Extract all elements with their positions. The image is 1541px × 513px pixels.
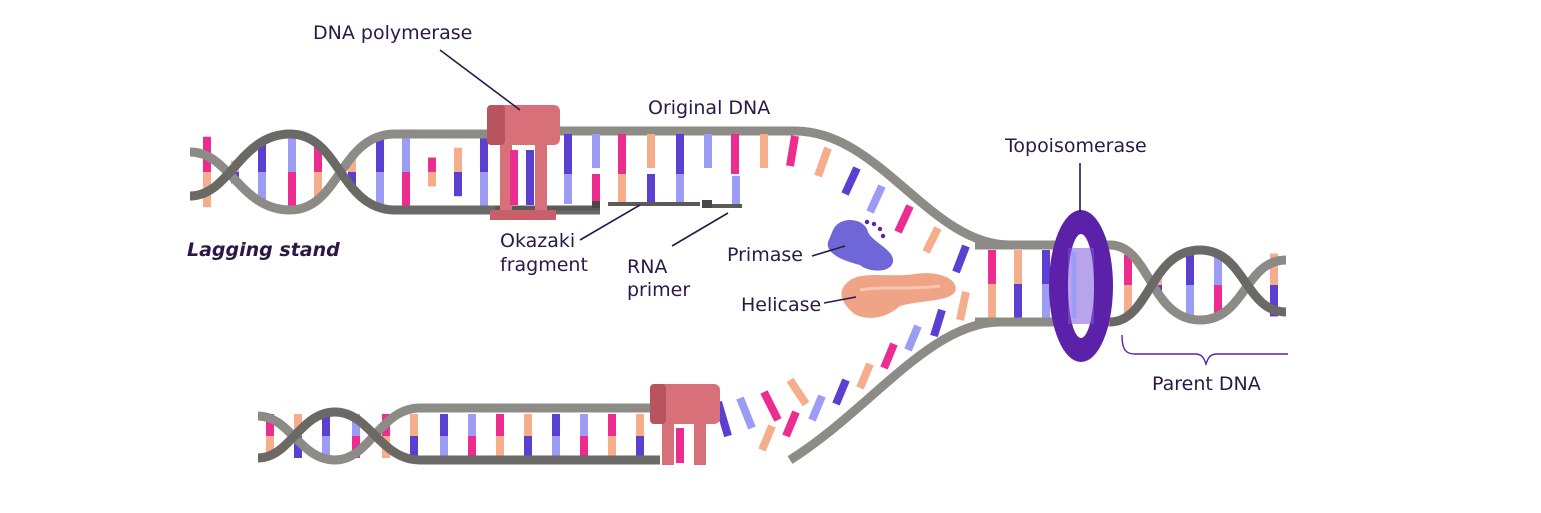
upper-fork-bases (564, 134, 970, 274)
base-pair (786, 377, 810, 407)
label-original-dna: Original DNA (648, 97, 770, 119)
base-pair (922, 226, 942, 254)
base-pair (736, 396, 756, 430)
label-okazaki-line1: Okazaki (500, 230, 575, 252)
dna-polymerase-upper (487, 105, 560, 220)
base-pair (841, 166, 861, 196)
base-pair (832, 378, 850, 406)
label-rna-line1: RNA (627, 256, 667, 278)
topoisomerase-ring (1049, 210, 1113, 362)
parent-helix (975, 240, 1287, 327)
okazaki-leader (579, 204, 641, 241)
base-pair (894, 204, 914, 234)
lower-helix (257, 403, 720, 465)
rna-primer-leader (671, 212, 729, 247)
lower-helix-strand-b (257, 407, 660, 465)
base-pair (760, 390, 782, 422)
upper-helix-strand-b (189, 129, 600, 215)
primase-leader (811, 245, 846, 257)
label-parent-dna: Parent DNA (1152, 373, 1261, 395)
lower-fork-bases (714, 291, 970, 452)
dna-polymerase-leader (439, 49, 521, 111)
base-pair (808, 394, 826, 422)
base-pair (758, 424, 776, 452)
base-pair (880, 342, 898, 370)
label-dna-polymerase: DNA polymerase (313, 22, 472, 44)
base-pair (956, 291, 970, 321)
base-pair (786, 135, 799, 167)
label-topoisomerase: Topoisomerase (1004, 135, 1147, 157)
lower-template-strand (714, 291, 1055, 464)
lower-helix-strand-a (257, 403, 720, 465)
upper-helix-strand-a (189, 129, 560, 215)
base-pair (952, 244, 970, 274)
lower-helix-base-pairs (266, 414, 644, 458)
label-okazaki-line2: fragment (500, 254, 588, 276)
okazaki-fragment-strand (495, 200, 742, 211)
helicase-leader (823, 296, 857, 304)
label-lagging-stand: Lagging stand (187, 239, 340, 261)
upper-template-strand (560, 126, 1055, 274)
parent-dna-bracket (1121, 334, 1288, 367)
dna-polymerase-lower (650, 384, 720, 465)
base-pair (782, 410, 800, 438)
upper-helix (189, 129, 600, 215)
base-pair (930, 308, 946, 338)
primase-enzyme (827, 219, 894, 271)
base-pair (866, 184, 886, 214)
label-helicase: Helicase (741, 294, 821, 316)
helicase-enzyme (841, 273, 956, 318)
label-primase: Primase (727, 244, 803, 266)
base-pair (814, 146, 832, 178)
base-pair (904, 324, 922, 352)
base-pair (856, 362, 874, 390)
label-rna-line2: primer (627, 279, 690, 301)
